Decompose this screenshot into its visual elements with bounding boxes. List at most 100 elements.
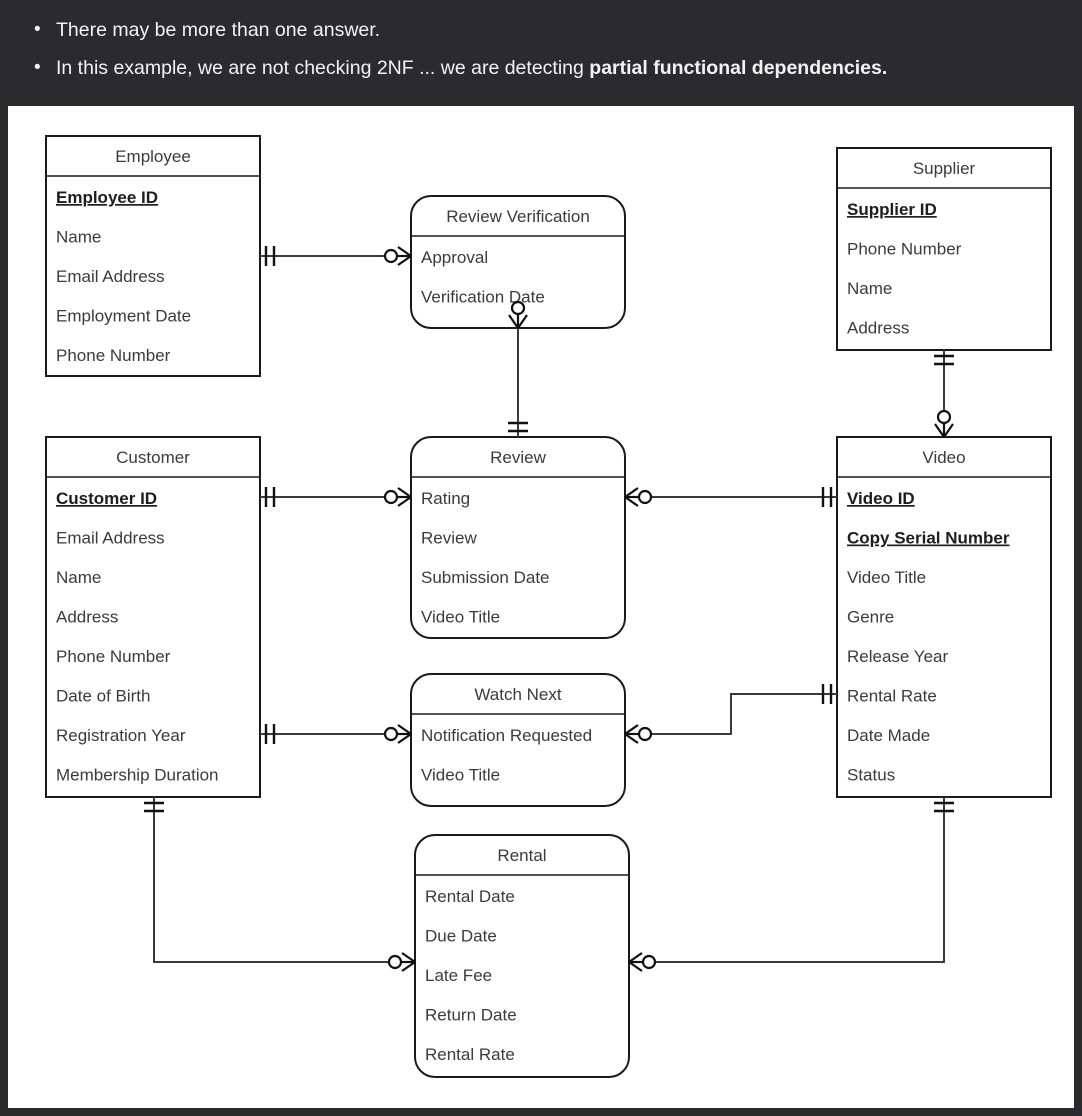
crowsfoot-prong: [624, 724, 639, 735]
entity-title-review-verification: Review Verification: [446, 207, 590, 226]
attribute-field: Rental Rate: [847, 687, 937, 706]
bullet-icon: •: [34, 57, 41, 79]
connector-line: [625, 693, 837, 735]
cardinality-zero-ring: [510, 300, 526, 316]
crowsfoot-prong: [934, 423, 945, 438]
relationship-watchnext-video[interactable]: [624, 684, 837, 744]
entity-title-customer: Customer: [116, 448, 190, 467]
attribute-field: Email Address: [56, 267, 165, 286]
crowsfoot-prong: [624, 733, 639, 744]
cardinality-zero-ring: [383, 248, 399, 264]
relationship-reviewverification-review[interactable]: [508, 300, 528, 437]
cardinality-zero-ring: [936, 409, 952, 425]
relationship-employee-reviewverification[interactable]: [260, 246, 412, 266]
entity-title-video: Video: [922, 448, 965, 467]
cardinality-zero-ring: [383, 489, 399, 505]
attribute-field: Return Date: [425, 1006, 517, 1025]
cardinality-zero-ring: [383, 726, 399, 742]
attribute-key: Customer ID: [56, 489, 157, 508]
entity-title-employee: Employee: [115, 147, 191, 166]
relationship-supplier-video[interactable]: [934, 350, 954, 438]
attribute-field: Date of Birth: [56, 687, 151, 706]
relationship-review-video[interactable]: [624, 487, 837, 507]
crowsfoot-prong: [628, 952, 643, 963]
attribute-field: Notification Requested: [421, 726, 592, 745]
attribute-field: Name: [56, 568, 101, 587]
connector-line: [153, 797, 415, 963]
attribute-field: Verification Date: [421, 288, 545, 307]
crowsfoot-prong: [397, 496, 412, 507]
bullet-icon: •: [34, 19, 41, 40]
attribute-field: Membership Duration: [56, 766, 219, 785]
note-text-plain: There may be more than one answer.: [56, 19, 381, 41]
cardinality-zero-ring: [637, 489, 653, 505]
entity-box-customer[interactable]: [45, 436, 261, 798]
cardinality-zero-ring: [387, 954, 403, 970]
attribute-field: Address: [847, 319, 909, 338]
relationship-customer-watchnext[interactable]: [260, 724, 412, 744]
crowsfoot-prong: [628, 961, 643, 972]
note-text: In this example, we are not checking 2NF…: [56, 56, 1052, 80]
attribute-field: Phone Number: [56, 346, 171, 365]
crowsfoot-prong: [943, 423, 954, 438]
attribute-field: Rental Date: [425, 887, 515, 906]
crowsfoot-prong: [624, 487, 639, 498]
attribute-field: Email Address: [56, 529, 165, 548]
crowsfoot-prong: [397, 733, 412, 744]
entity-title-rental: Rental: [497, 846, 546, 865]
attribute-field: Video Title: [421, 766, 500, 785]
entity-review-verification[interactable]: Review VerificationApprovalVerification …: [410, 195, 626, 329]
attribute-field: Rating: [421, 489, 470, 508]
attribute-field: Rental Rate: [425, 1045, 515, 1064]
attribute-field: Video Title: [847, 568, 926, 587]
relationship-video-rental[interactable]: [628, 797, 954, 972]
attribute-field: Due Date: [425, 927, 497, 946]
cardinality-zero-ring: [641, 954, 657, 970]
attribute-key: Employee ID: [56, 188, 158, 207]
attribute-key: Video ID: [847, 489, 915, 508]
attribute-field: Submission Date: [421, 568, 550, 587]
attribute-field: Review: [421, 529, 477, 548]
note-item: • There may be more than one answer.: [34, 18, 1052, 42]
attribute-field: Date Made: [847, 726, 930, 745]
entity-box-watch-next[interactable]: [410, 673, 626, 807]
attribute-field: Phone Number: [56, 647, 171, 666]
attribute-field: Phone Number: [847, 240, 962, 259]
attribute-field: Approval: [421, 248, 488, 267]
slide-notes: • There may be more than one answer. • I…: [0, 0, 1082, 106]
relationship-customer-review[interactable]: [260, 487, 412, 507]
attribute-field: Registration Year: [56, 726, 186, 745]
note-item: • In this example, we are not checking 2…: [34, 56, 1052, 80]
note-text: There may be more than one answer.: [56, 18, 1052, 42]
attribute-field: Address: [56, 608, 118, 627]
crowsfoot-prong: [624, 496, 639, 507]
relationship-customer-rental[interactable]: [144, 797, 416, 972]
crowsfoot-prong: [401, 961, 416, 972]
attribute-field: Late Fee: [425, 966, 492, 985]
attribute-field: Employment Date: [56, 307, 191, 326]
attribute-field: Name: [847, 279, 892, 298]
entity-title-supplier: Supplier: [913, 159, 976, 178]
entity-box-employee[interactable]: [45, 135, 261, 377]
entity-box-supplier[interactable]: [836, 147, 1052, 351]
crowsfoot-prong: [517, 314, 528, 329]
note-text-emphasis: partial functional dependencies.: [589, 57, 888, 80]
attribute-key: Supplier ID: [847, 200, 937, 219]
attribute-field: Video Title: [421, 608, 500, 627]
entity-box-rental[interactable]: [414, 834, 630, 1078]
note-text-plain: In this example, we are not checking 2NF…: [56, 57, 590, 80]
crowsfoot-prong: [401, 952, 416, 963]
attribute-field: Status: [847, 766, 895, 785]
attribute-key: Copy Serial Number: [847, 529, 1010, 548]
entity-title-review: Review: [490, 448, 546, 467]
crowsfoot-prong: [397, 255, 412, 266]
crowsfoot-prong: [397, 724, 412, 735]
